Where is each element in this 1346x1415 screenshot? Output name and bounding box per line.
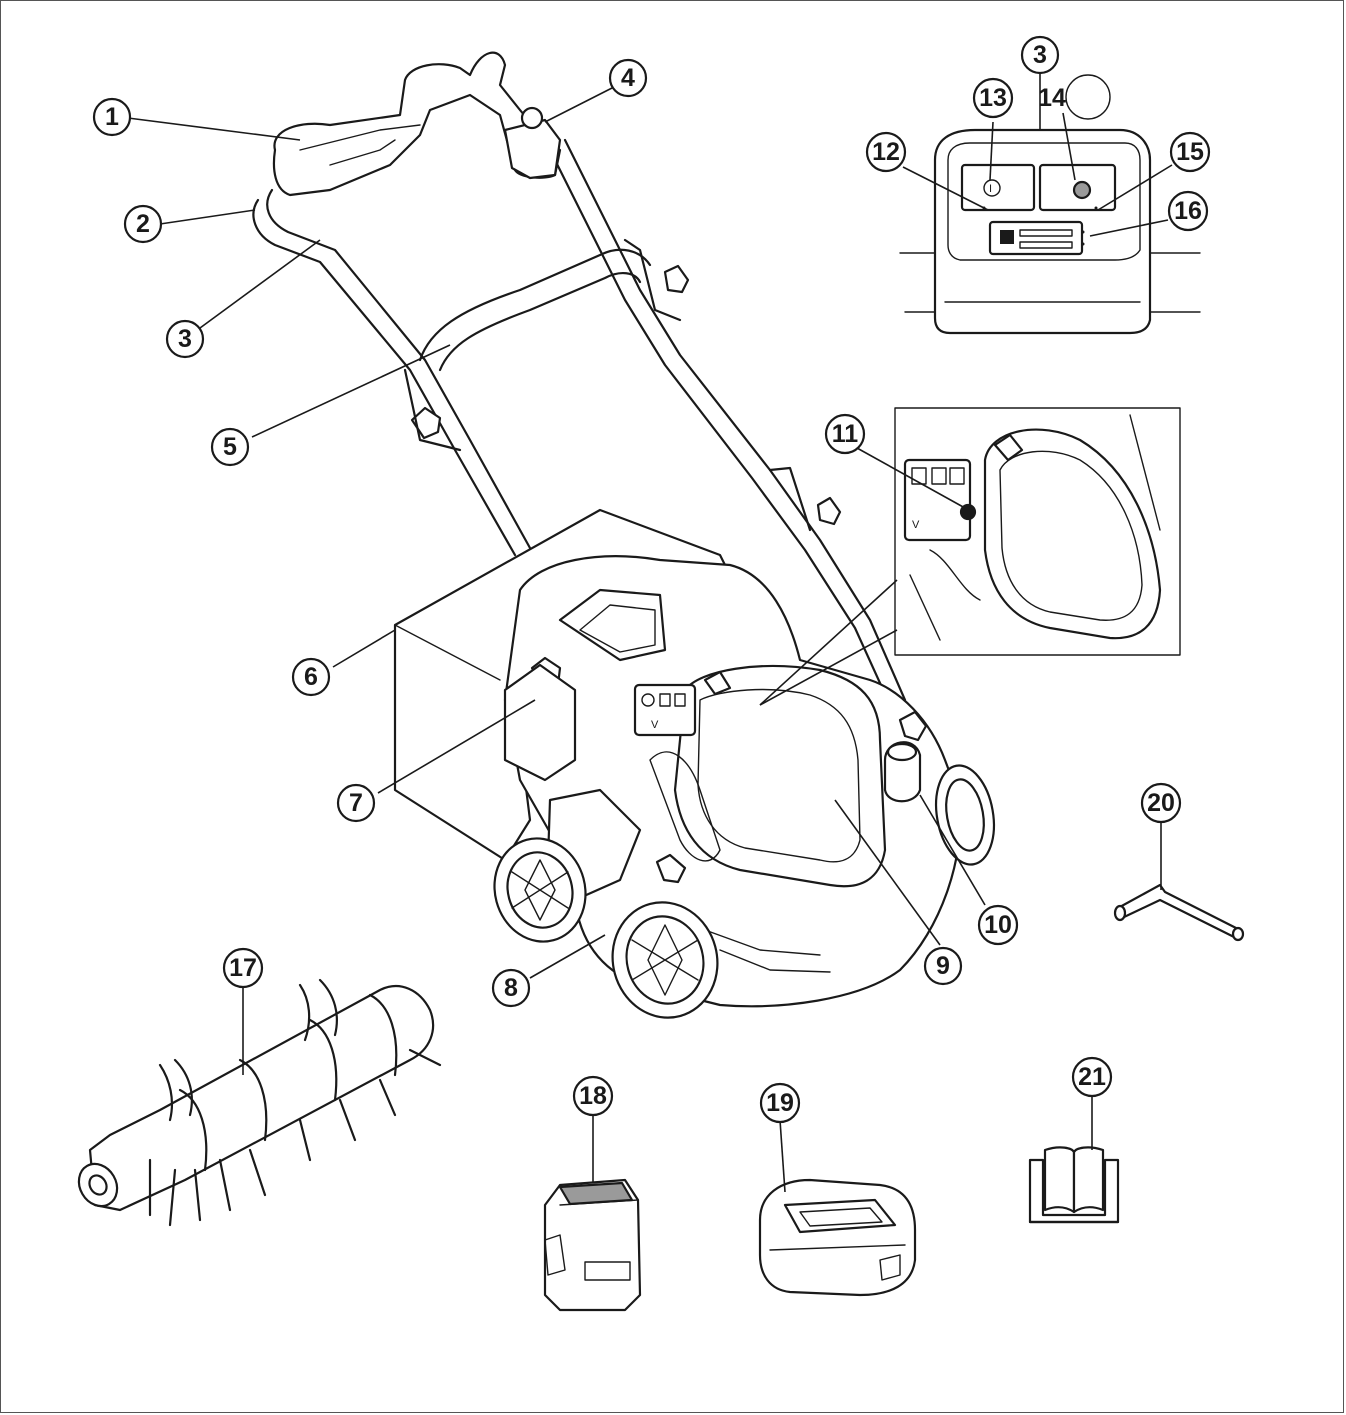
- blank-reference-circle: [1065, 74, 1111, 120]
- callout-20: 20: [1140, 782, 1182, 824]
- callout-16: 16: [1167, 190, 1209, 232]
- callout-4: 4: [608, 58, 648, 98]
- control-panel-detail: I: [899, 128, 1201, 335]
- callout-1: 1: [92, 97, 132, 137]
- front-wheel-left: [611, 901, 719, 1019]
- battery-pack: [543, 1178, 642, 1312]
- svg-text:18: 18: [579, 1082, 607, 1110]
- callout-15: 15: [1169, 131, 1211, 173]
- callout-14: 14: [1038, 84, 1066, 112]
- mode-letter-inset: V: [912, 519, 920, 531]
- callout-13: 13: [972, 77, 1014, 119]
- svg-text:4: 4: [621, 64, 635, 92]
- allen-key: [1113, 883, 1245, 942]
- callout-12: 12: [865, 131, 907, 173]
- upper-handle: [252, 51, 907, 707]
- svg-text:3: 3: [1033, 41, 1047, 69]
- svg-text:11: 11: [832, 420, 859, 448]
- svg-text:8: 8: [504, 974, 518, 1002]
- callout-10: 10: [977, 904, 1019, 946]
- callout-18: 18: [572, 1075, 614, 1117]
- svg-text:7: 7: [349, 789, 363, 817]
- svg-text:16: 16: [1174, 197, 1202, 225]
- detail-inset-box: V: [759, 407, 1181, 706]
- callout-8: 8: [491, 968, 531, 1008]
- leader-lines: [127, 72, 1173, 1193]
- svg-text:14: 14: [1038, 84, 1066, 112]
- callout-3-handle: 3: [165, 319, 205, 359]
- manual-book-icon: [1028, 1146, 1120, 1224]
- scarifier-body: V: [393, 508, 962, 1008]
- callout-9: 9: [923, 946, 963, 986]
- svg-text:13: 13: [979, 84, 1007, 112]
- wheels: [493, 764, 996, 1019]
- callout-17: 17: [222, 947, 264, 989]
- svg-text:21: 21: [1078, 1063, 1106, 1091]
- callout-3-panel: 3: [1020, 35, 1060, 75]
- battery-cover: [673, 665, 887, 888]
- battery-charger: [758, 1178, 917, 1297]
- callout-7: 7: [336, 783, 376, 823]
- power-symbol: I: [989, 183, 992, 195]
- mode-letter-body: V: [651, 719, 659, 731]
- svg-text:15: 15: [1176, 138, 1204, 166]
- callout-21: 21: [1071, 1056, 1113, 1098]
- svg-text:2: 2: [136, 210, 150, 238]
- aerator-roller: [77, 978, 442, 1227]
- svg-text:19: 19: [766, 1089, 794, 1117]
- svg-text:20: 20: [1147, 789, 1175, 817]
- svg-text:10: 10: [984, 911, 1012, 939]
- callout-19: 19: [759, 1082, 801, 1124]
- callout-2: 2: [123, 204, 163, 244]
- svg-text:6: 6: [304, 663, 318, 691]
- svg-text:3: 3: [178, 325, 192, 353]
- svg-text:5: 5: [223, 433, 237, 461]
- rear-wheel: [493, 837, 587, 943]
- front-wheel-right: [934, 764, 996, 866]
- callout-5: 5: [210, 427, 250, 467]
- callout-11: 11: [824, 413, 866, 455]
- svg-text:12: 12: [872, 138, 900, 166]
- svg-text:1: 1: [105, 103, 119, 131]
- svg-text:9: 9: [936, 952, 950, 980]
- svg-text:17: 17: [229, 954, 257, 982]
- callout-6: 6: [291, 657, 331, 697]
